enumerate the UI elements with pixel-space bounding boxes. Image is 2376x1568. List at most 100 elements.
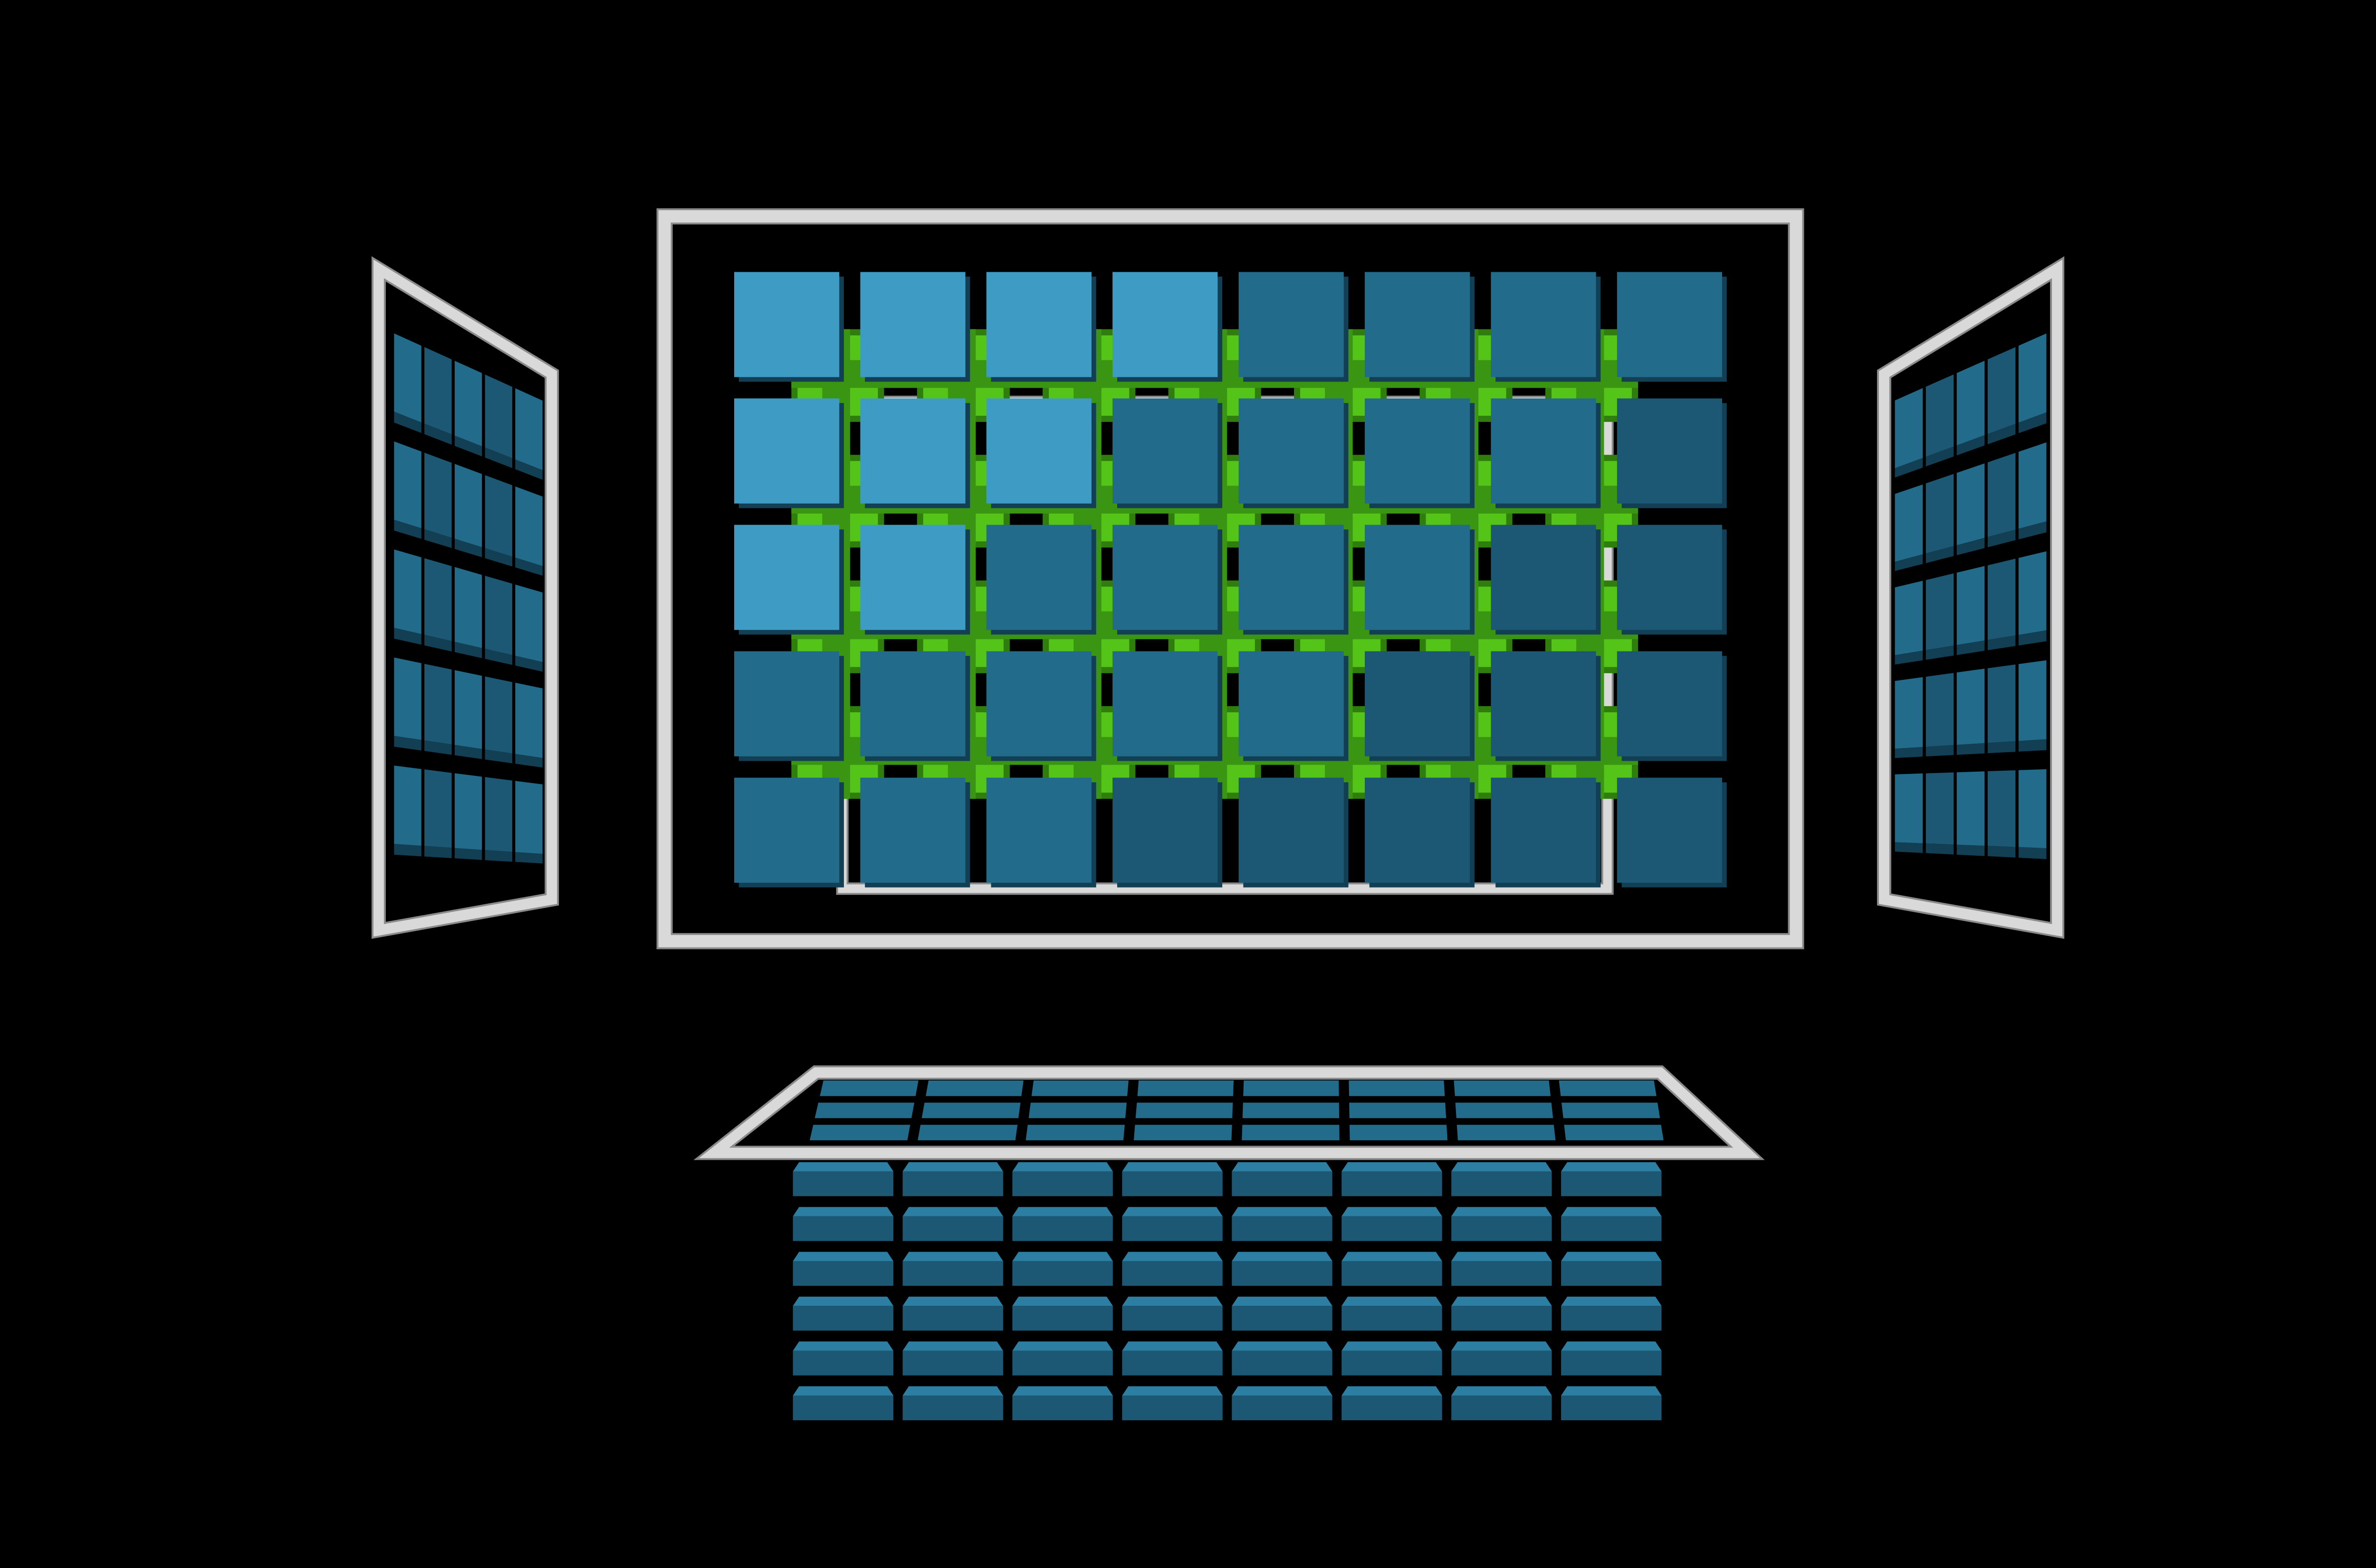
right-cube-face bbox=[1895, 388, 1923, 468]
front-cube-face bbox=[1238, 272, 1344, 377]
bottom-top-slab bbox=[1242, 1102, 1340, 1119]
bottom-slab-front bbox=[1451, 1216, 1552, 1241]
bottom-top-slab bbox=[1242, 1125, 1340, 1140]
bottom-slab-front bbox=[1122, 1261, 1223, 1286]
bottom-slab bbox=[902, 1162, 1003, 1196]
left-cube-face bbox=[424, 664, 452, 745]
left-cube-side bbox=[515, 656, 543, 672]
front-cube-face bbox=[1617, 777, 1722, 883]
bottom-top-slab bbox=[1133, 1125, 1232, 1140]
right-cube-side bbox=[2018, 630, 2047, 646]
bottom-slab-top bbox=[1122, 1162, 1223, 1172]
bottom-slab-top bbox=[793, 1252, 893, 1262]
left-cube-side bbox=[515, 754, 543, 768]
bottom-slab-front bbox=[793, 1306, 893, 1331]
left-cube-face bbox=[485, 777, 512, 852]
left-cube-face bbox=[485, 374, 512, 459]
bottom-slab bbox=[1561, 1296, 1662, 1331]
bottom-slab-front bbox=[902, 1171, 1003, 1196]
right-cube-side bbox=[1987, 635, 2016, 650]
left-cube-face bbox=[485, 475, 512, 557]
front-cube-face bbox=[1491, 398, 1596, 504]
right-cube-face bbox=[1956, 463, 1985, 545]
bottom-slab bbox=[1232, 1341, 1332, 1376]
bottom-slab bbox=[1561, 1207, 1662, 1241]
bottom-slab bbox=[1561, 1386, 1662, 1421]
right-cube-face bbox=[1956, 669, 1985, 745]
bottom-slab-front bbox=[1012, 1171, 1113, 1196]
front-cube bbox=[1617, 398, 1727, 508]
right-cube-side bbox=[1926, 843, 1954, 855]
bottom-slab-top bbox=[1232, 1341, 1332, 1351]
front-cube bbox=[1617, 272, 1727, 382]
bottom-top-slab bbox=[1025, 1125, 1125, 1140]
bottom-slab-top bbox=[1122, 1341, 1223, 1351]
bottom-slab-front bbox=[1561, 1396, 1662, 1421]
left-cube bbox=[454, 773, 482, 860]
bottom-slab-top bbox=[793, 1341, 893, 1351]
right-cube-side bbox=[1926, 745, 1954, 756]
bottom-slab-front bbox=[902, 1261, 1003, 1286]
right-cube bbox=[2018, 333, 2047, 433]
bottom-slab-top bbox=[1012, 1341, 1113, 1351]
front-cube-face bbox=[734, 398, 840, 504]
right-cube-side bbox=[1956, 435, 1985, 456]
bottom-slab bbox=[1122, 1252, 1223, 1286]
bottom-top-slab bbox=[1456, 1125, 1556, 1140]
right-cube bbox=[1926, 673, 1954, 756]
left-cube-side bbox=[424, 635, 452, 651]
left-cube-side bbox=[485, 850, 512, 862]
bottom-slab-front bbox=[1122, 1306, 1223, 1331]
front-cube-face bbox=[860, 398, 966, 504]
front-cube-face bbox=[1365, 398, 1470, 504]
left-cube-face bbox=[515, 584, 543, 662]
bottom-slab-front bbox=[1451, 1261, 1552, 1286]
right-cube-face bbox=[1895, 484, 1923, 562]
bottom-top-slab bbox=[1559, 1080, 1657, 1096]
front-outer-frame bbox=[656, 208, 1804, 949]
bottom-slab bbox=[1232, 1162, 1332, 1196]
bottom-slab bbox=[1451, 1207, 1552, 1241]
front-cube-face bbox=[986, 525, 1092, 630]
bottom-slab-front bbox=[1012, 1216, 1113, 1241]
right-cube-side bbox=[1956, 537, 1985, 555]
front-cube-face bbox=[1238, 777, 1344, 883]
bottom-slab-top bbox=[1341, 1296, 1442, 1306]
left-cube-side bbox=[424, 846, 452, 858]
front-cube bbox=[1365, 525, 1475, 635]
left-cube-face bbox=[454, 670, 482, 749]
right-cube bbox=[1926, 474, 1954, 564]
front-cube-face bbox=[1491, 777, 1596, 883]
front-cube bbox=[1491, 272, 1601, 382]
bottom-slab-front bbox=[793, 1216, 893, 1241]
bottom-top-slab bbox=[809, 1125, 910, 1140]
right-cube-face bbox=[2018, 442, 2047, 529]
front-cube bbox=[734, 525, 844, 635]
front-cube bbox=[1491, 777, 1601, 888]
bottom-slab-front bbox=[1451, 1306, 1552, 1331]
front-cube bbox=[1617, 525, 1727, 635]
bottom-slab bbox=[902, 1296, 1003, 1331]
front-cube-face bbox=[1112, 525, 1218, 630]
front-cube bbox=[1491, 398, 1601, 508]
right-cube-face bbox=[1987, 453, 2016, 537]
right-cube bbox=[1895, 388, 1923, 478]
bottom-slab-front bbox=[1012, 1261, 1113, 1286]
right-cube bbox=[2018, 769, 2047, 860]
left-cube-side bbox=[394, 519, 422, 539]
left-cube-face bbox=[394, 333, 422, 422]
bottom-slab-front bbox=[1561, 1171, 1662, 1196]
right-cube-side bbox=[2018, 412, 2047, 433]
bottom-slab-top bbox=[1232, 1296, 1332, 1306]
front-cube-face bbox=[1112, 272, 1218, 377]
bottom-slab-front bbox=[1451, 1396, 1552, 1421]
bottom-slab bbox=[793, 1252, 893, 1286]
front-cube-face bbox=[1238, 651, 1344, 756]
bottom-slab bbox=[1012, 1296, 1113, 1331]
front-cube bbox=[986, 777, 1096, 888]
front-cube bbox=[1617, 651, 1727, 761]
bottom-slab-front bbox=[1341, 1306, 1442, 1331]
left-cube-side bbox=[515, 852, 543, 864]
bottom-slab-top bbox=[793, 1207, 893, 1216]
right-cube bbox=[1956, 771, 1985, 856]
